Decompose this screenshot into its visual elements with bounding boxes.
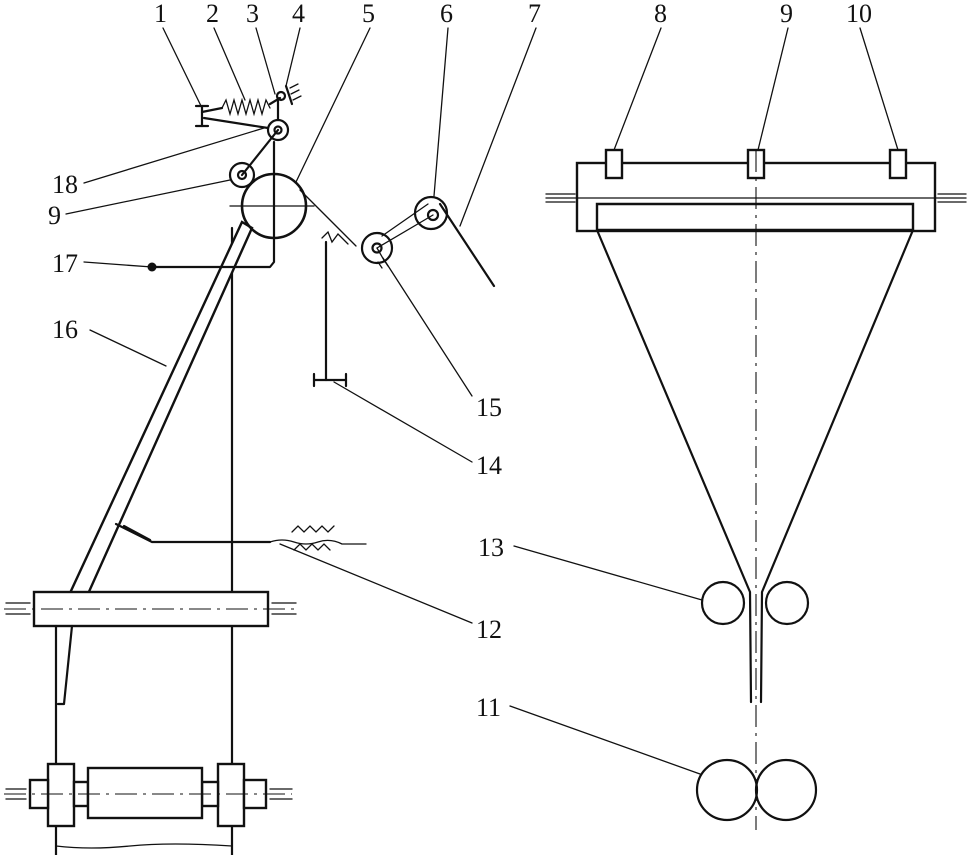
spring-assembly <box>194 83 302 128</box>
label-11: 11 <box>476 693 501 722</box>
label-12: 12 <box>476 615 502 644</box>
label-8: 8 <box>654 0 667 28</box>
label-16: 16 <box>52 315 78 344</box>
label-6: 6 <box>440 0 453 28</box>
leader-lines <box>65 27 899 775</box>
roller-6 <box>376 195 449 249</box>
pivot-arm-18 <box>202 96 290 177</box>
left-assembly <box>4 83 496 855</box>
rollers-13 <box>700 580 810 626</box>
number-labels: 1 2 3 4 5 6 7 8 9 10 18 9 17 16 15 14 13… <box>48 0 872 722</box>
funnel-web <box>595 228 915 704</box>
label-5: 5 <box>362 0 375 28</box>
lever-17 <box>147 140 276 272</box>
label-10: 10 <box>846 0 872 28</box>
drum-5 <box>229 167 315 245</box>
label-1: 1 <box>154 0 167 28</box>
cross-beam <box>4 590 297 628</box>
label-4: 4 <box>292 0 305 28</box>
label-15: 15 <box>476 393 502 422</box>
label-3: 3 <box>246 0 259 28</box>
inclined-frame <box>62 220 254 616</box>
label-13: 13 <box>478 533 504 562</box>
label-2: 2 <box>206 0 219 28</box>
lever-12 <box>114 522 367 551</box>
label-18: 18 <box>52 170 78 199</box>
label-17: 17 <box>52 249 78 278</box>
right-assembly <box>545 148 967 830</box>
roller-15 <box>360 231 394 269</box>
roller-9-left <box>228 161 256 189</box>
rollers-11 <box>695 758 818 822</box>
feeler-14 <box>312 230 349 388</box>
yarn-path <box>299 189 496 288</box>
label-7: 7 <box>528 0 541 28</box>
label-14: 14 <box>476 451 502 480</box>
guide-8 <box>604 148 624 180</box>
wedge <box>56 624 74 706</box>
bottom-roller <box>4 762 293 849</box>
label-9-right: 9 <box>780 0 793 28</box>
label-9-left: 9 <box>48 201 61 230</box>
guide-10 <box>888 148 908 180</box>
